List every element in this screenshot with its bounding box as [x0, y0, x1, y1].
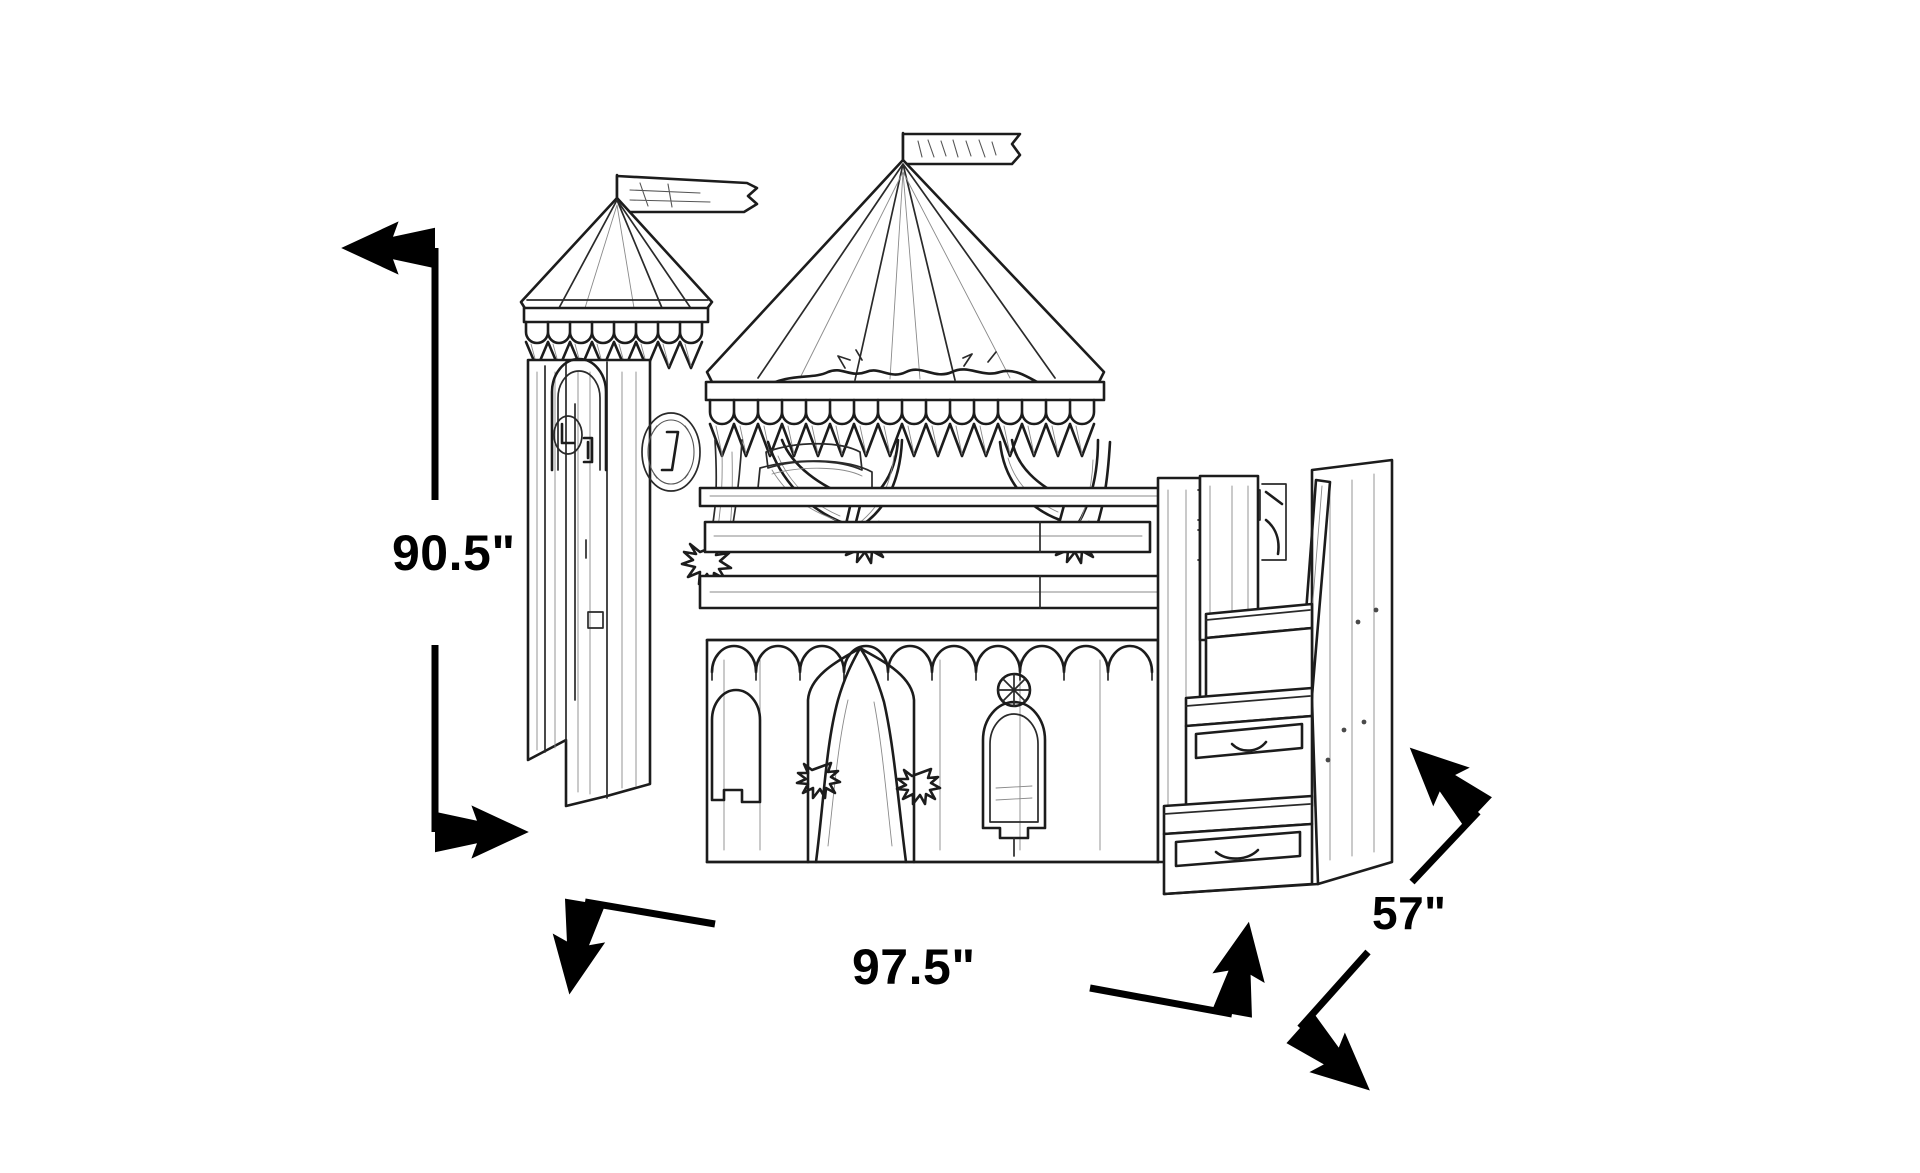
- width-dimension-arrow: [552, 898, 1265, 1018]
- bed-guard-rail: [698, 486, 1170, 610]
- width-dimension-label: 97.5": [852, 939, 976, 995]
- curtain-tieback-left: [680, 542, 733, 587]
- lower-castle-facade: [705, 638, 1160, 864]
- tent-canopy-roof: [705, 158, 1106, 393]
- depth-dimension-label: 57": [1372, 887, 1447, 939]
- depth-dimension-arrow: [1286, 747, 1492, 1091]
- tower-medallion: [641, 412, 701, 492]
- floor-base-lines: [705, 860, 1320, 896]
- stair-upper-panel: [1198, 474, 1287, 642]
- castle-tower-roof: [519, 196, 714, 312]
- canopy-curtain-panels: [680, 438, 1112, 587]
- staircase-with-drawer-steps: [1162, 458, 1394, 896]
- castle-loft-bed-illustration: [519, 131, 1394, 896]
- canopy-valance: [704, 380, 1106, 458]
- height-dimension-label: 90.5": [392, 525, 516, 581]
- castle-tower-body: [526, 357, 652, 808]
